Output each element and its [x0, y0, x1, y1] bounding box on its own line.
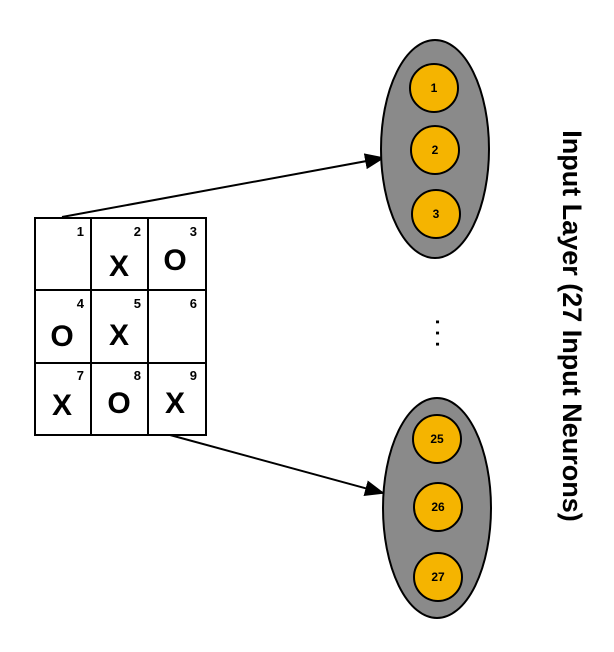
neuron-circle [410, 125, 460, 175]
cell-7-index: 7 [77, 368, 84, 383]
neuron-label: 1 [431, 81, 438, 95]
neuron-label: 26 [431, 500, 445, 514]
neuron-group-top: 1 2 3 [380, 39, 490, 259]
cell-2-index: 2 [134, 224, 141, 239]
cell-1-index: 1 [77, 224, 84, 239]
neuron-circle [412, 414, 462, 464]
neuron-circle [413, 552, 463, 602]
neuron-label: 2 [432, 143, 439, 157]
cell-9-index: 9 [190, 368, 197, 383]
neuron-circle [411, 189, 461, 239]
cell-8-index: 8 [134, 368, 141, 383]
ellipsis-dots: . . . [431, 319, 453, 347]
cell-3-index: 3 [190, 224, 197, 239]
arrow-to-top-group [61, 153, 385, 218]
board-border [34, 217, 207, 436]
cell-7-mark: X [52, 389, 72, 422]
cell-5-mark: X [109, 319, 129, 352]
neuron-label: 3 [433, 207, 440, 221]
cell-4-index: 4 [77, 296, 85, 311]
cell-5-index: 5 [134, 296, 141, 311]
neuron-label: 25 [430, 432, 444, 446]
cell-9-mark: X [165, 387, 185, 420]
cell-3-mark: O [163, 244, 186, 277]
arrow-to-bottom-group [169, 434, 385, 496]
cell-2-mark: X [109, 250, 129, 283]
cell-8-mark: O [107, 387, 130, 420]
cell-4-mark: O [50, 320, 73, 353]
neuron-group-bottom: 25 26 27 [382, 397, 492, 619]
layer-title: Input Layer (27 Input Neurons) [557, 130, 587, 522]
neuron-circle [409, 63, 459, 113]
cell-6-index: 6 [190, 296, 197, 311]
neuron-label: 27 [431, 570, 445, 584]
tic-tac-toe-board: 1 2 X 3 O 4 O 5 X 6 7 X 8 O 9 X [34, 217, 207, 436]
neuron-circle [413, 482, 463, 532]
